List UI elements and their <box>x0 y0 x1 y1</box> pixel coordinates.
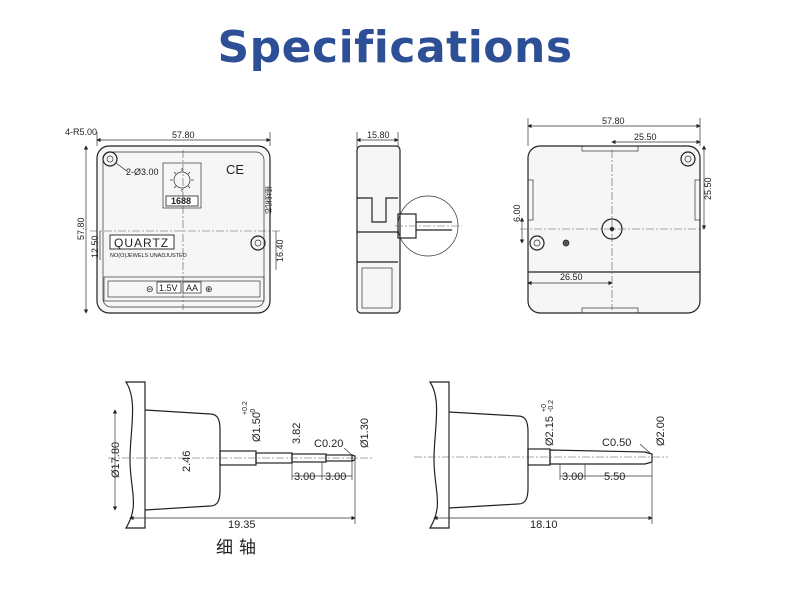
front-height-dim: 57.80 <box>76 217 86 240</box>
back-view: 57.80 25.50 25.50 6.00 26.50 <box>512 116 713 314</box>
left-tol-dia-dim: Ø1.50 <box>251 412 263 442</box>
brand-label: QUARTZ <box>114 236 169 250</box>
side-depth-dim: 15.80 <box>367 130 390 140</box>
left-seg-1: 3.00 <box>294 471 315 483</box>
brand-sublabel: NO(O)JEWELS UNADJUSTED <box>110 253 187 259</box>
back-dim-26-50: 26.50 <box>560 272 583 282</box>
left-seg-2: 3.00 <box>325 471 346 483</box>
right-tol-dia-dim: Ø2.15 <box>544 416 556 446</box>
left-hub-dia-dim: 2.46 <box>181 451 193 472</box>
back-dim-25-50-right: 25.50 <box>703 177 713 200</box>
front-dim-12-50: 12.50 <box>90 235 100 258</box>
front-dim-16-40: 16.40 <box>275 239 285 262</box>
right-tol-lower: -0.2 <box>548 400 555 412</box>
back-width-dim: 57.80 <box>602 116 625 126</box>
front-width-dim: 57.80 <box>172 130 195 140</box>
right-chamfer: C0.50 <box>602 437 631 449</box>
model-label <box>162 162 202 209</box>
battery-minus-icon: ⊖ <box>146 284 154 294</box>
left-tip-dia: Ø1.30 <box>359 418 371 448</box>
left-body-dia-dim: Ø17.80 <box>110 442 122 478</box>
right-total-length: 18.10 <box>530 519 558 531</box>
page-title: Specifications <box>217 22 573 73</box>
battery-voltage: 1.5V <box>159 283 178 293</box>
side-view: 15.80 <box>356 130 462 314</box>
side-housing <box>356 145 401 314</box>
battery-compartment <box>103 276 265 302</box>
ce-mark: CE <box>226 162 244 177</box>
back-dim-25-50-top: 25.50 <box>634 132 657 142</box>
thin-shaft-caption: 细轴 <box>216 538 262 558</box>
right-seg-2: 5.50 <box>604 471 625 483</box>
mount-hole-right <box>250 235 266 251</box>
left-dim-3-82: 3.82 <box>291 423 303 444</box>
front-corner-radius-dim: 4-R5.00 <box>65 127 97 137</box>
front-hole-dim: 2-Ø3.00 <box>126 167 159 177</box>
shaft-detail-right: Ø2.15 +0 -0.2 C0.50 Ø2.00 3.00 5.50 18.1… <box>414 381 668 531</box>
left-tol-upper: +0.2 <box>242 401 249 415</box>
shaft-detail-left: Ø17.80 2.46 Ø1.50 +0.2 -0 3.82 C0.20 Ø1.… <box>108 381 372 531</box>
sun-icon <box>173 171 191 189</box>
front-view: 57.80 4-R5.00 2-Ø3.00 1688 CE 插线机芯 QUART… <box>65 127 285 314</box>
right-seg-1: 3.00 <box>562 471 583 483</box>
battery-type: AA <box>186 283 198 293</box>
model-number: 1688 <box>171 196 191 206</box>
side-label: 插线机芯 <box>264 186 273 214</box>
front-housing <box>96 145 271 314</box>
mount-hole-top-left <box>102 151 118 167</box>
right-tol-upper: +0 <box>541 404 548 412</box>
back-dim-6-00: 6.00 <box>512 204 522 222</box>
battery-plus-icon: ⊕ <box>205 284 213 294</box>
right-tip-dia: Ø2.00 <box>655 416 667 446</box>
back-hole-left <box>529 235 545 251</box>
left-chamfer: C0.20 <box>314 438 343 450</box>
left-total-length: 19.35 <box>228 519 256 531</box>
back-hole-top-right <box>680 151 696 167</box>
left-tol-lower: -0 <box>250 409 257 415</box>
